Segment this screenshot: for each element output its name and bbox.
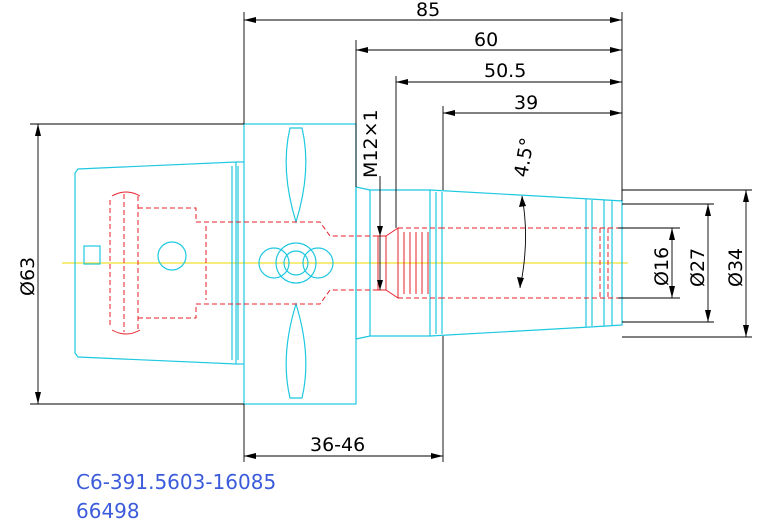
dia-63-label: Ø63 <box>17 257 39 296</box>
thread-label: M12×1 <box>360 109 382 178</box>
tool-outline <box>74 123 623 405</box>
dimension-lines <box>30 12 752 462</box>
dia-27-label: Ø27 <box>687 248 709 287</box>
dim-39-label: 39 <box>514 92 538 114</box>
dim-50-5-label: 50.5 <box>484 60 526 82</box>
part-code: C6-391.5603-16085 <box>76 470 276 494</box>
dim-85-label: 85 <box>416 0 440 21</box>
dia-16-label: Ø16 <box>651 247 673 286</box>
part-number: 66498 <box>76 499 140 523</box>
hidden-features <box>109 191 618 335</box>
dim-60-label: 60 <box>474 29 498 51</box>
taper-angle-label: 4.5° <box>510 136 539 179</box>
dia-34-label: Ø34 <box>725 248 747 287</box>
range-36-46-label: 36-46 <box>310 434 365 456</box>
